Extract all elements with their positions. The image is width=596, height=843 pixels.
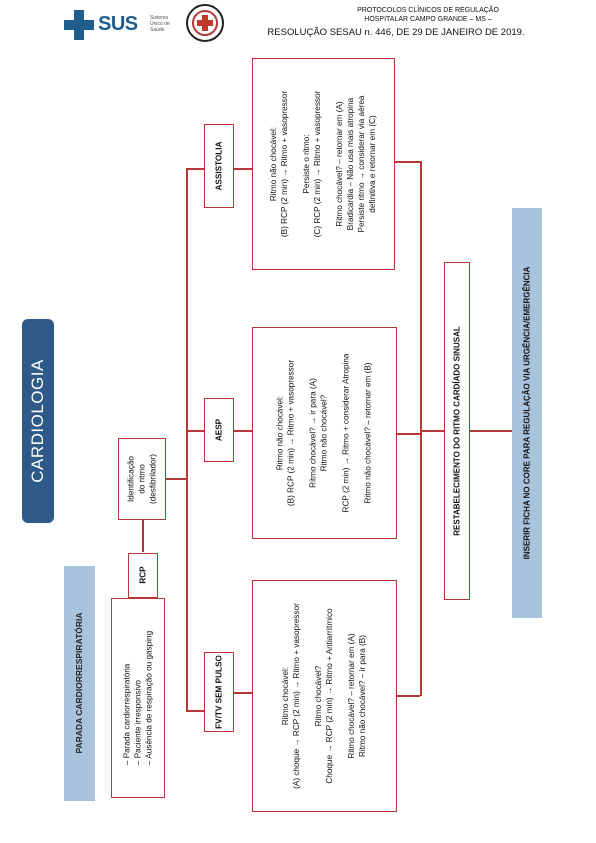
restore-box [444,262,470,600]
connector [397,433,420,435]
text-line: Ritmo não chocável? [319,394,329,472]
text-line: Choque → RCP (2 min) → Ritmo + Antiarrít… [325,608,334,784]
text-line: Persiste o ritmo: [302,134,311,194]
section-title: PARADA CARDIORRESPIRATÓRIA [74,612,84,754]
header-line1: PROTOCOLOS CLÍNICOS DE REGULAÇÃO [357,7,499,14]
seal-logo [186,4,224,42]
connector [470,430,512,432]
connector [420,161,422,696]
text-line: Persiste ritmo → considerar via aérea [357,95,366,233]
assistolia-label-box [204,124,234,208]
aesp-box [252,327,397,539]
header-resolution: RESOLUÇÃO SESAU n. 446, DE 29 DE JANEIRO… [267,27,525,38]
text-line: Bradicardia – Não usa mais atropina [346,97,355,231]
final-label: INSERIR FICHA NO CORE PARA REGULAÇÃO VIA… [522,266,532,560]
connector [186,710,204,712]
signs-list: – Parada cardiorrespiratória – Paciente … [122,631,155,765]
fv-text: Ritmo chocável: (A) choque → RCP (2 min)… [280,603,368,789]
text-line: Ritmo não chocável? – retornar em (B) [363,362,373,504]
connector [166,478,186,480]
text-line: Ritmo não chocável: [275,395,285,471]
aesp-label: AESP [214,418,224,442]
text-line: Ritmo não chocável: [269,126,278,202]
identification-box [118,438,166,520]
text-line: definitiva e retornar em (C) [368,115,377,213]
text-line: Ritmo chocável? – retornar em (A) [335,101,344,227]
signs-box [111,598,165,798]
connector [186,168,188,711]
sus-logo: SUS Sistema Único de Saúde [64,10,174,40]
text-line: Ritmo não chocável? – ir para (B) [358,635,367,757]
text-line: (C) RCP (2 min) → Ritmo + vasopressor [313,90,322,238]
fv-box [252,580,397,812]
identification-line: (desfibrilador) [148,453,158,505]
header-line2: HOSPITALAR CAMPO GRANDE – MS – [364,16,492,23]
text-line: Ritmo chocável? → ir para (A) [308,378,318,488]
sign-item: – Paciente irresponsivo [133,680,143,766]
text-line: RCP (2 min) → Ritmo + considerar Atropin… [341,353,351,513]
text-line: Ritmo chocável? [314,665,323,727]
identification-text: Identificação do ritmo (desfibrilador) [126,454,159,504]
connector [234,430,252,432]
connector [234,692,252,694]
text-line: (B) RCP (2 min) → Ritmo + vasopressor [286,359,296,507]
assistolia-text: Ritmo não chocável: (B) RCP (2 min) → Ri… [268,91,378,238]
identification-line: Identificação [126,456,136,502]
assistolia-box [252,58,395,270]
fv-label-box [204,652,234,732]
text-line: Ritmo chocável: [281,666,290,726]
assistolia-label: ASSISTOLIA [214,141,224,191]
restore-label: RESTABELECIMENTO DO RITMO CARDÍADO SINUS… [452,326,462,536]
text-line: (B) RCP (2 min) → Ritmo + vasopressor [280,90,289,238]
final-bar [512,208,542,618]
section-bar [64,566,95,801]
fv-label: FV/TV SEM PULSO [214,655,224,729]
sign-item: – Parada cardiorrespiratória [122,663,132,766]
aesp-label-box [204,398,234,462]
connector [395,161,420,163]
page-title: CARDIOLOGIA [28,359,47,483]
connector [234,168,252,170]
rcp-box [128,553,158,598]
rcp-label: RCP [138,566,148,584]
text-line: (A) choque → RCP (2 min) → Ritmo + vasop… [292,603,301,789]
connector [186,430,204,432]
cross-icon [64,10,94,40]
connector [397,695,420,697]
connector [186,168,204,170]
aesp-text: Ritmo não chocável: (B) RCP (2 min) → Ri… [275,354,374,513]
identification-line: do ritmo [137,464,147,494]
connector [142,520,144,552]
text-line: Ritmo chocável? – retornar em (A) [347,633,356,759]
connector [420,430,444,432]
sign-item: – Ausência de respiração ou gasping [144,630,154,766]
title-bar [22,319,54,523]
